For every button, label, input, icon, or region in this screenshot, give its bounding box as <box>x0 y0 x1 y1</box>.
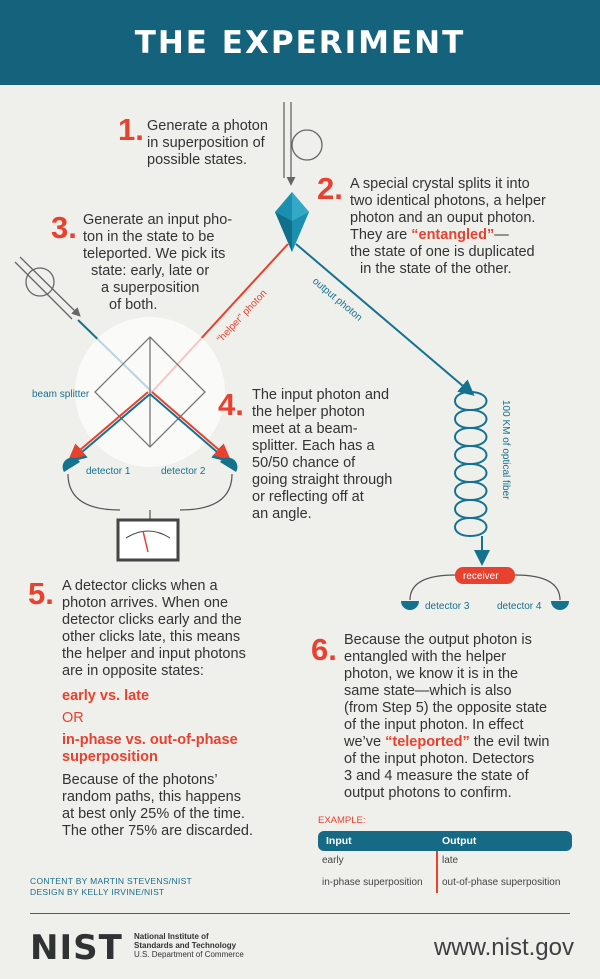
step3-number: 3. <box>51 210 77 245</box>
step2-number: 2. <box>317 171 343 206</box>
beam-to-detector1-red <box>68 391 149 460</box>
example-row1-output: late <box>442 855 459 866</box>
step4-number: 4. <box>218 387 244 422</box>
header-banner: THE EXPERIMENT <box>0 0 600 85</box>
step5-number: 5. <box>28 576 54 611</box>
example-row2-output: out-of-phase superposition <box>442 877 561 888</box>
detector2-label: detector 2 <box>161 466 206 477</box>
beam-to-detector2-red <box>151 391 231 460</box>
example-row2-input: in-phase superposition <box>322 877 423 888</box>
output-photon-label: output photon <box>310 276 364 324</box>
receiver-label: receiver <box>463 571 499 582</box>
example-label: EXAMPLE: <box>318 815 366 826</box>
beam-splitter-label: beam splitter <box>32 389 90 400</box>
detector1-icon <box>62 457 80 472</box>
wire-detector4 <box>514 574 561 601</box>
detector4-icon <box>551 601 569 610</box>
step1-number: 1. <box>118 112 144 147</box>
beam-to-detector1-blue <box>70 393 151 462</box>
detector1-label: detector 1 <box>86 466 131 477</box>
step2-text: A special crystal splits it into two ide… <box>350 176 546 277</box>
wire-detector1 <box>67 473 121 511</box>
optical-fiber-coil-icon <box>454 391 490 566</box>
photon-source-left-icon <box>14 256 81 320</box>
detector4-label: detector 4 <box>497 601 542 612</box>
example-table-divider <box>436 851 438 893</box>
step6-number: 6. <box>311 632 337 667</box>
detector3-label: detector 3 <box>425 601 470 612</box>
crystal-icon <box>275 192 309 252</box>
detector2-icon <box>220 457 238 472</box>
example-header-input: Input <box>326 835 352 847</box>
page-title: THE EXPERIMENT <box>134 24 466 61</box>
step4-text: The input photon and the helper photon m… <box>252 387 393 522</box>
credits-content: CONTENT BY MARTIN STEVENS/NIST <box>30 876 193 886</box>
detector3-icon <box>401 601 419 610</box>
example-table-header <box>318 831 572 851</box>
receiver-box <box>455 567 515 584</box>
nist-logo: NIST <box>30 928 123 968</box>
wire-detector3 <box>409 574 456 601</box>
step5-text: A detector clicks when a photon arrives.… <box>62 578 254 839</box>
photon-source-top-icon <box>283 102 323 186</box>
output-photon-path <box>295 243 475 396</box>
experiment-diagram: “helper” photon output photon beam split… <box>14 102 569 612</box>
example-header-output: Output <box>442 835 477 847</box>
credits-design: DESIGN BY KELLY IRVINE/NIST <box>30 887 165 897</box>
example-row1-input: early <box>322 855 344 866</box>
wire-detector2 <box>179 473 233 511</box>
beam-to-detector2-blue <box>149 393 229 462</box>
nist-url[interactable]: www.nist.gov <box>433 934 574 961</box>
fiber-label: 100 KM of optical fiber <box>500 400 511 500</box>
step3-text: Generate an input pho- ton in the state … <box>83 212 233 313</box>
meter-icon <box>116 518 180 562</box>
step6-text: Because the output photon is entangled w… <box>344 632 550 801</box>
beam-splitter-icon <box>94 336 206 448</box>
footer-divider <box>30 913 570 914</box>
nist-org-name: National Institute of Standards and Tech… <box>134 932 244 959</box>
